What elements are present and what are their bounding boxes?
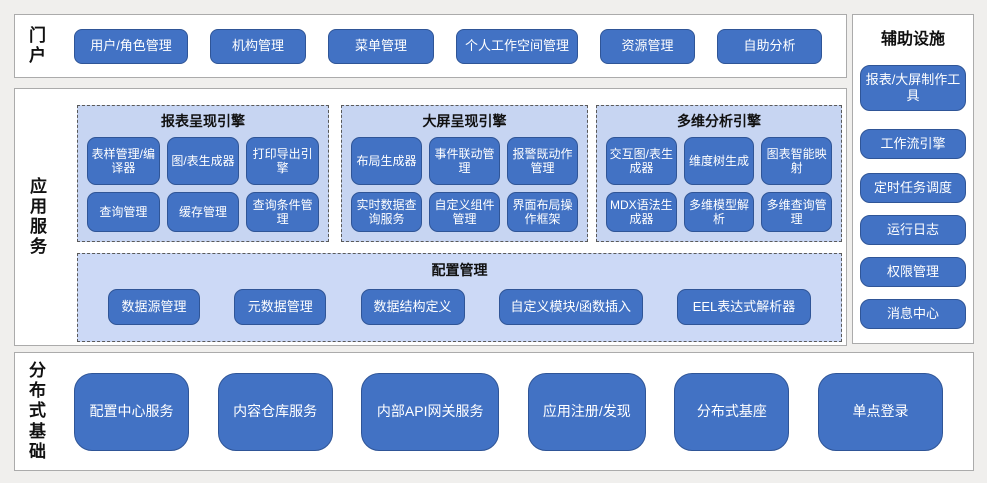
infra-node: 分布式基座 — [674, 372, 790, 451]
engine-node: 维度树生成 — [683, 137, 755, 185]
olap-engine-group: 多维分析引擎 交互图/表生成器 维度树生成 图表智能映射 MDX语法生成器 多维… — [596, 105, 842, 242]
engine-node: 界面布局操作框架 — [507, 192, 578, 232]
config-node: 元数据管理 — [234, 289, 327, 325]
portal-label: 门户 — [29, 25, 46, 65]
config-management-group: 配置管理 数据源管理 元数据管理 数据结构定义 自定义模块/函数插入 EEL表达… — [77, 253, 842, 342]
group-title: 多维分析引擎 — [677, 113, 761, 129]
infra-node: 配置中心服务 — [74, 372, 189, 451]
portal-button-row: 用户/角色管理 机构管理 菜单管理 个人工作空间管理 资源管理 自助分析 — [74, 28, 822, 64]
app-services-section: 应用服务 报表呈现引擎 表样管理/编译器 图/表生成器 打印导出引擎 查询管理 … — [14, 88, 847, 346]
engine-node: 事件联动管理 — [429, 137, 500, 185]
auxiliary-node: 报表/大屏制作工具 — [860, 65, 966, 111]
group-title: 配置管理 — [431, 262, 488, 278]
engine-node: 缓存管理 — [166, 192, 240, 232]
engine-node: 交互图/表生成器 — [606, 137, 677, 185]
engine-node: 查询条件管理 — [246, 192, 319, 232]
engine-node: 图表智能映射 — [761, 137, 832, 185]
bigscreen-engine-group: 大屏呈现引擎 布局生成器 事件联动管理 报警既动作管理 实时数据查询服务 自定义… — [341, 105, 588, 242]
engine-node: 报警既动作管理 — [507, 137, 578, 185]
portal-node: 资源管理 — [600, 28, 695, 64]
engine-node: 自定义组件管理 — [429, 192, 500, 232]
config-node: EEL表达式解析器 — [677, 289, 811, 325]
engine-node: 多维模型解析 — [683, 192, 755, 232]
config-button-row: 数据源管理 元数据管理 数据结构定义 自定义模块/函数插入 EEL表达式解析器 — [78, 289, 841, 325]
infra-node: 单点登录 — [817, 372, 943, 451]
engine-node: 图/表生成器 — [166, 137, 240, 185]
infra-node: 内部API网关服务 — [361, 372, 500, 451]
app-services-label: 应用服务 — [30, 176, 47, 257]
auxiliary-title: 辅助设施 — [880, 31, 945, 48]
group-grid: 布局生成器 事件联动管理 报警既动作管理 实时数据查询服务 自定义组件管理 界面… — [342, 131, 587, 232]
engine-node: MDX语法生成器 — [606, 192, 677, 232]
auxiliary-node: 运行日志 — [860, 215, 966, 245]
portal-node: 自助分析 — [717, 28, 822, 64]
distributed-button-row: 配置中心服务 内容仓库服务 内部API网关服务 应用注册/发现 分布式基座 单点… — [74, 372, 943, 451]
portal-node: 用户/角色管理 — [74, 28, 188, 64]
engine-node: 查询管理 — [87, 192, 160, 232]
group-title: 大屏呈现引擎 — [422, 113, 507, 129]
group-title: 报表呈现引擎 — [161, 113, 245, 129]
infra-node: 内容仓库服务 — [217, 372, 333, 451]
portal-node: 机构管理 — [210, 28, 306, 64]
engine-node: 表样管理/编译器 — [87, 137, 160, 185]
portal-node: 菜单管理 — [328, 28, 434, 64]
portal-section: 门户 用户/角色管理 机构管理 菜单管理 个人工作空间管理 资源管理 自助分析 — [14, 14, 847, 78]
auxiliary-node: 工作流引擎 — [860, 129, 966, 159]
distributed-section: 分布式基础 配置中心服务 内容仓库服务 内部API网关服务 应用注册/发现 分布… — [14, 352, 974, 471]
engine-node: 打印导出引擎 — [246, 137, 319, 185]
report-engine-group: 报表呈现引擎 表样管理/编译器 图/表生成器 打印导出引擎 查询管理 缓存管理 … — [77, 105, 329, 242]
engine-node: 实时数据查询服务 — [351, 192, 422, 232]
group-grid: 表样管理/编译器 图/表生成器 打印导出引擎 查询管理 缓存管理 查询条件管理 — [78, 131, 328, 232]
infra-node: 应用注册/发现 — [527, 372, 646, 451]
auxiliary-section: 辅助设施 报表/大屏制作工具 工作流引擎 定时任务调度 运行日志 权限管理 消息… — [852, 14, 974, 344]
auxiliary-node: 权限管理 — [860, 257, 966, 287]
group-grid: 交互图/表生成器 维度树生成 图表智能映射 MDX语法生成器 多维模型解析 多维… — [597, 131, 841, 232]
engine-node: 多维查询管理 — [761, 192, 832, 232]
auxiliary-node: 定时任务调度 — [860, 173, 966, 203]
config-node: 自定义模块/函数插入 — [498, 289, 643, 325]
portal-node: 个人工作空间管理 — [456, 28, 578, 64]
config-node: 数据源管理 — [108, 289, 200, 325]
config-node: 数据结构定义 — [360, 289, 465, 325]
auxiliary-node: 消息中心 — [860, 299, 966, 329]
distributed-label: 分布式基础 — [29, 361, 46, 461]
engine-node: 布局生成器 — [351, 137, 422, 185]
